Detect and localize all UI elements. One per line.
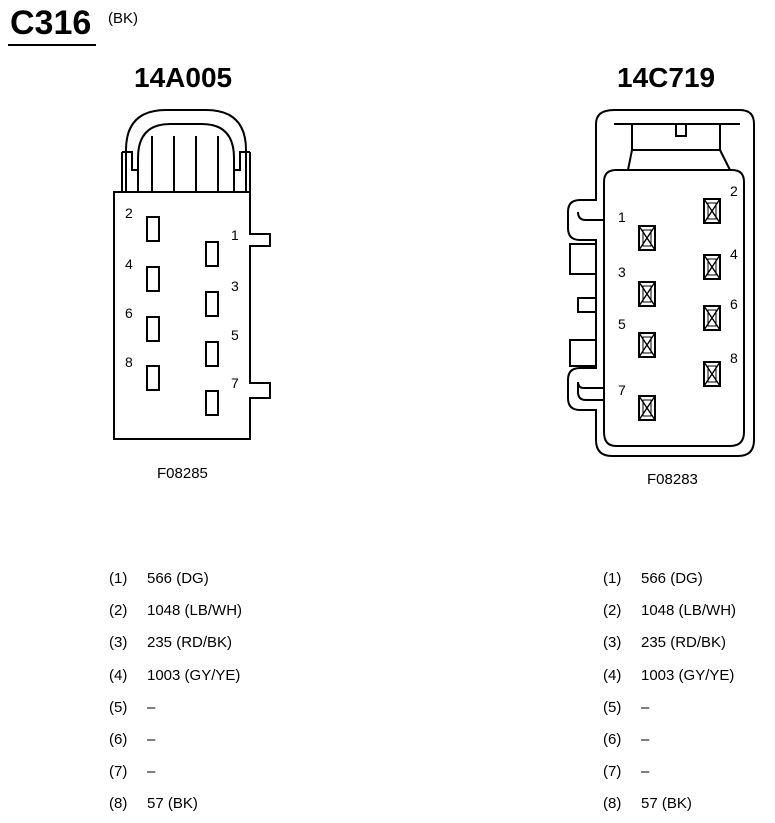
pin-number: (3) xyxy=(109,634,128,652)
pin-circuit: 57 (BK) xyxy=(147,795,198,813)
left-cavity-7 xyxy=(205,390,219,416)
right-cavity-5 xyxy=(638,332,656,358)
right-cavity-group xyxy=(638,198,721,421)
pin-number: (7) xyxy=(109,763,128,781)
pin-circuit: 235 (RD/BK) xyxy=(641,634,727,652)
pin-number: (7) xyxy=(603,763,622,781)
left-latch-outer xyxy=(125,109,247,192)
left-cavity-1 xyxy=(205,241,219,267)
right-cavity-label-2: 2 xyxy=(730,183,738,199)
pin-number: (6) xyxy=(603,731,622,748)
right-cavity-3 xyxy=(638,281,656,307)
left-latch-inner xyxy=(137,123,235,192)
right-cavity-4 xyxy=(703,254,721,280)
connector-title: C316 xyxy=(10,4,92,42)
left-cavity-2 xyxy=(146,216,160,242)
left-connector-body xyxy=(113,191,271,440)
title-underline xyxy=(8,44,96,46)
left-cavity-label-8: 8 xyxy=(125,354,133,370)
left-cavity-label-5: 5 xyxy=(231,327,239,343)
right-connector-inner xyxy=(577,169,745,447)
pin-number: (8) xyxy=(109,795,128,813)
right-cavity-label-5: 5 xyxy=(618,316,626,332)
connector-name-right: 14C719 xyxy=(617,62,716,93)
pin-number: (2) xyxy=(603,602,622,620)
right-cavity-1 xyxy=(638,225,656,251)
left-cavity-label-2: 2 xyxy=(125,205,133,221)
left-cavity-label-4: 4 xyxy=(125,256,133,272)
left-cavity-label-1: 1 xyxy=(231,227,239,243)
pin-number: (3) xyxy=(603,634,622,652)
pin-circuit: – xyxy=(641,763,650,781)
right-cavity-label-6: 6 xyxy=(730,296,738,312)
pin-circuit: 1003 (GY/YE) xyxy=(641,666,735,684)
pin-number: (4) xyxy=(603,666,622,684)
right-cavity-label-8: 8 xyxy=(730,350,738,366)
connector-name-left: 14A005 xyxy=(134,62,233,93)
left-cavity-5 xyxy=(205,341,219,367)
pin-number: (1) xyxy=(603,570,622,587)
pin-number: (1) xyxy=(109,570,128,587)
left-cavity-group xyxy=(146,216,219,416)
pin-number: (8) xyxy=(603,795,622,813)
right-cavity-8 xyxy=(703,361,721,387)
left-cavity-6 xyxy=(146,316,160,342)
pin-number: (5) xyxy=(109,698,128,716)
pin-number: (2) xyxy=(109,602,128,620)
right-connector-outer xyxy=(567,109,755,457)
left-cavity-3 xyxy=(205,291,219,317)
right-cavity-label-3: 3 xyxy=(618,264,626,280)
pin-circuit: 235 (RD/BK) xyxy=(147,634,233,652)
pin-table-left: (1) 566 (DG) (2) 1048 (LB/WH) (3) 235 (RD/BK)… xyxy=(109,570,329,820)
right-cavity-6 xyxy=(703,305,721,331)
right-cavity-label-4: 4 xyxy=(730,246,738,262)
right-cavity-label-7: 7 xyxy=(618,382,626,398)
pin-number: (5) xyxy=(603,698,622,716)
left-cavity-label-6: 6 xyxy=(125,305,133,321)
left-cavity-label-7: 7 xyxy=(231,375,239,391)
figure-code-right: F08283 xyxy=(647,471,698,488)
pin-circuit: 566 (DG) xyxy=(641,570,703,587)
pin-circuit: 1048 (LB/WH) xyxy=(641,602,737,620)
pin-circuit: – xyxy=(641,698,650,716)
pin-number: (6) xyxy=(109,731,128,748)
right-cavity-label-1: 1 xyxy=(618,209,626,225)
pin-number: (4) xyxy=(109,666,128,684)
left-cavity-8 xyxy=(146,365,160,391)
connector-color-code: (BK) xyxy=(108,10,138,27)
left-cavity-label-3: 3 xyxy=(231,278,239,294)
figure-code-left: F08285 xyxy=(157,465,208,482)
pin-circuit: – xyxy=(147,763,156,781)
pin-table-right: (1) 566 (DG) (2) 1048 (LB/WH) (3) 235 (RD/BK)… xyxy=(603,570,773,820)
pin-circuit: – xyxy=(147,731,156,748)
pin-circuit: – xyxy=(641,731,650,748)
pin-circuit: 566 (DG) xyxy=(147,570,209,587)
pin-circuit: 57 (BK) xyxy=(641,795,692,813)
pin-circuit: – xyxy=(147,698,156,716)
pin-circuit: 1048 (LB/WH) xyxy=(147,602,243,620)
pin-circuit: 1003 (GY/YE) xyxy=(147,666,241,684)
right-cavity-2 xyxy=(703,198,721,224)
right-cavity-7 xyxy=(638,395,656,421)
left-cavity-4 xyxy=(146,266,160,292)
